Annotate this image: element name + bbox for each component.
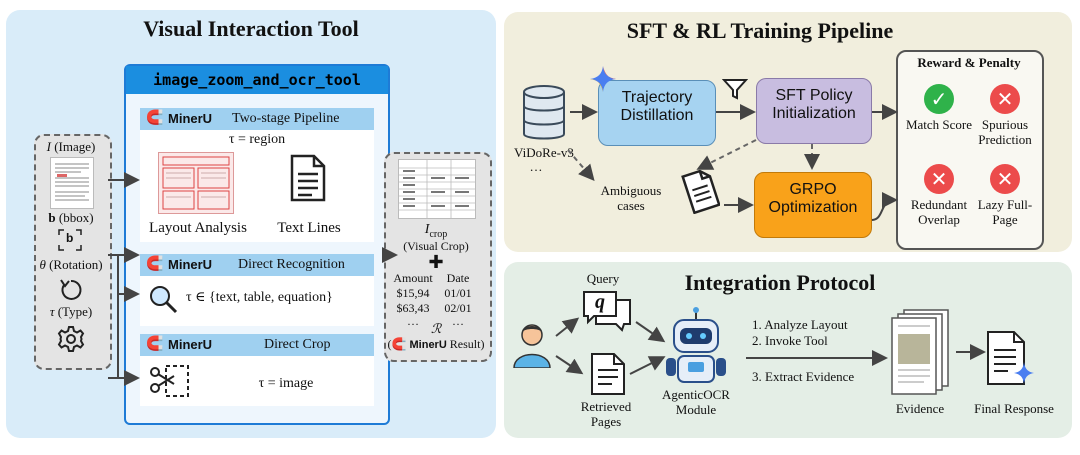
database-icon xyxy=(522,84,566,142)
image-thumbnail xyxy=(50,157,94,209)
magnifier-icon xyxy=(148,284,178,314)
visual-crop-table-thumbnail xyxy=(398,159,476,219)
sft-policy-label: SFT Policy Initialization xyxy=(772,87,856,122)
direct-recognition-section xyxy=(140,276,374,326)
reward-item-label: Lazy Full-Page xyxy=(977,197,1033,227)
result-cell: $15,94 xyxy=(396,286,430,300)
mineru-logo-icon: 🧲 xyxy=(146,337,164,352)
visual-crop-symbol: Icrop xyxy=(424,222,448,240)
visual-crop-label: (Visual Crop) xyxy=(403,239,469,253)
sft-rl-title: SFT & RL Training Pipeline xyxy=(626,18,894,43)
visual-interaction-title: Visual Interaction Tool xyxy=(143,16,359,41)
pipeline-title: Two-stage Pipeline xyxy=(232,111,340,126)
ambiguous-cases-label: Ambiguous cases xyxy=(600,183,662,213)
trajectory-distillation-label: Trajectory Distillation xyxy=(620,89,694,124)
result-symbol: ℛ xyxy=(430,321,442,336)
rotation-input-label: θ (Rotation) xyxy=(39,257,103,272)
reward-penalty-title: Reward & Penalty xyxy=(917,55,1021,70)
result-cell: $63,43 xyxy=(396,301,430,315)
retrieved-pages-icon xyxy=(590,352,626,396)
result-cell: 01/01 xyxy=(444,286,472,300)
result-col-amount: Amount xyxy=(393,271,433,285)
check-icon: ✓ xyxy=(924,84,954,114)
direct-recognition-title: Direct Recognition xyxy=(238,257,345,272)
agentic-ocr-label: AgenticOCR Module xyxy=(662,387,730,417)
result-cell: 02/01 xyxy=(444,301,472,315)
dataset-more: … xyxy=(529,159,543,174)
direct-crop-header: 🧲 MinerU Direct Crop xyxy=(140,334,374,356)
retrieved-pages-label: Retrieved Pages xyxy=(580,399,632,429)
reward-item-label: Spurious Prediction xyxy=(978,117,1032,147)
direct-crop-brand: MinerU xyxy=(168,337,213,352)
trajectory-distillation-box: Trajectory Distillation xyxy=(598,80,716,146)
direct-recognition-tau: τ ∈ {text, table, equation} xyxy=(186,290,333,305)
direct-crop-tau: τ = image xyxy=(258,376,314,391)
mineru-result-label: (🧲 MinerU Result) xyxy=(387,337,485,351)
query-label: Query xyxy=(586,271,620,286)
robot-icon xyxy=(664,306,728,386)
image-zoom-ocr-tool: image_zoom_and_ocr_tool 🧲 MinerU Two-sta… xyxy=(124,64,390,425)
step-invoke-tool: 2. Invoke Tool xyxy=(752,333,828,348)
cross-icon: ✕ xyxy=(990,84,1020,114)
filter-icon xyxy=(721,78,749,100)
text-lines-label: Text Lines xyxy=(277,220,341,236)
dataset-label: ViDoRe-v3 xyxy=(514,145,574,160)
evidence-label: Evidence xyxy=(895,401,945,416)
reward-item-label: Match Score xyxy=(905,117,973,132)
document-icon xyxy=(680,168,721,215)
plus-icon: ✚ xyxy=(428,252,444,272)
tool-name: image_zoom_and_ocr_tool xyxy=(126,66,388,94)
grpo-label: GRPO Optimization xyxy=(768,181,858,216)
pipeline-tau: τ = region xyxy=(228,132,286,147)
bbox-input-label: b (bbox) xyxy=(48,210,94,225)
reward-penalty-box xyxy=(896,50,1044,250)
type-input-label: τ (Type) xyxy=(49,304,93,319)
direct-recognition-header: 🧲 MinerU Direct Recognition xyxy=(140,254,374,276)
layout-analysis-thumbnail xyxy=(158,152,234,214)
scissors-crop-icon xyxy=(148,362,192,400)
text-lines-icon xyxy=(290,154,326,202)
grpo-box: GRPO Optimization xyxy=(754,172,872,238)
direct-crop-section xyxy=(140,356,374,406)
mineru-logo-icon: 🧲 xyxy=(146,257,164,272)
result-cell: … xyxy=(452,314,464,328)
mineru-logo-icon: 🧲 xyxy=(146,111,164,126)
step-extract-evidence: 3. Extract Evidence xyxy=(752,369,855,384)
integration-title: Integration Protocol xyxy=(684,270,876,295)
gear-icon xyxy=(57,325,85,353)
direct-recognition-brand: MinerU xyxy=(168,257,213,272)
pipeline-brand: MinerU xyxy=(168,111,213,126)
sft-policy-box: SFT Policy Initialization xyxy=(756,78,872,144)
step-analyze-layout: 1. Analyze Layout xyxy=(752,317,848,332)
rotation-icon xyxy=(58,277,84,303)
mineru-logo-icon: 🧲 xyxy=(391,337,407,351)
user-icon xyxy=(512,322,552,369)
gemini-star-icon xyxy=(590,66,616,92)
result-cell: … xyxy=(407,314,419,328)
image-input-label: I (Image) xyxy=(46,139,96,154)
final-response-icon xyxy=(986,330,1034,388)
final-response-label: Final Response xyxy=(974,401,1054,416)
cross-icon: ✕ xyxy=(990,164,1020,194)
cross-icon: ✕ xyxy=(924,164,954,194)
chat-bubble-icon: q xyxy=(582,290,634,334)
layout-analysis-label: Layout Analysis xyxy=(149,220,247,236)
direct-crop-title: Direct Crop xyxy=(264,337,331,352)
reward-item-label: Redundant Overlap xyxy=(910,197,968,227)
result-col-date: Date xyxy=(446,271,470,285)
bbox-icon: b xyxy=(58,229,82,251)
evidence-stack-icon xyxy=(890,308,950,398)
pipeline-header: 🧲 MinerU Two-stage Pipeline xyxy=(140,108,374,130)
